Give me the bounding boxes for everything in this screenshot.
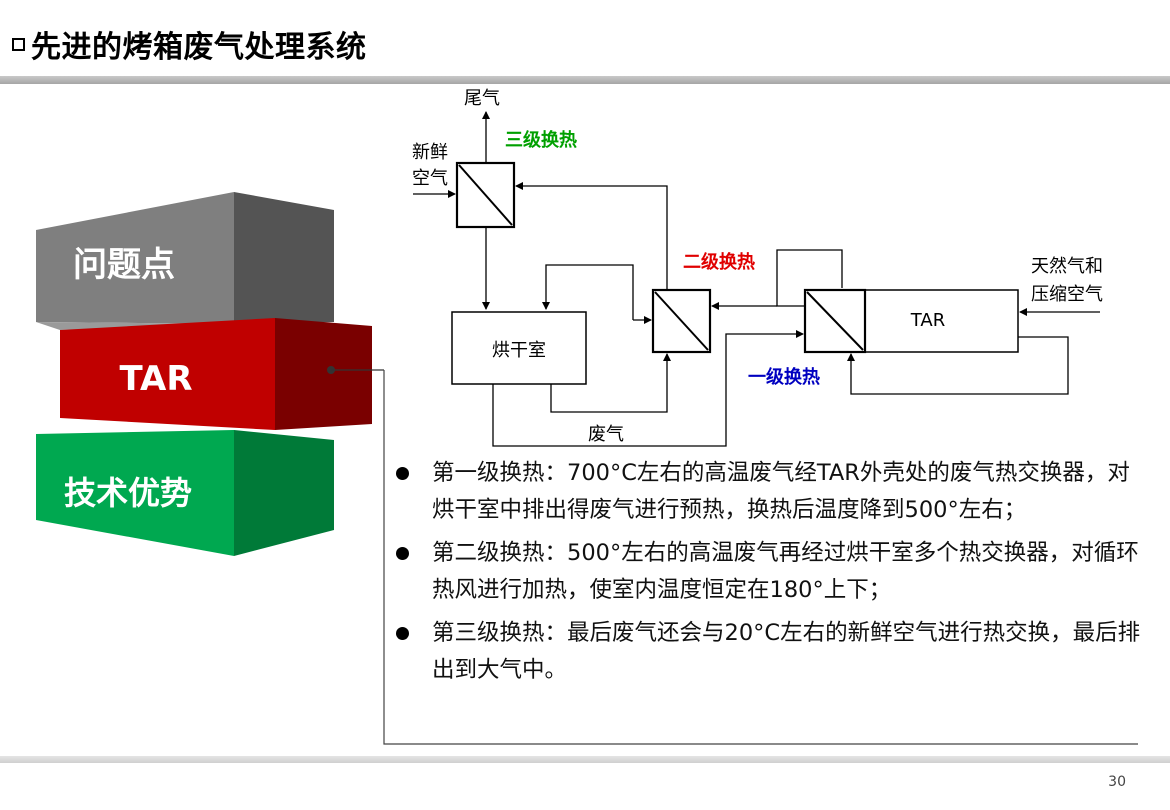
bullet-item-stage3: 第三级换热：最后废气还会与20°C左右的新鲜空气进行热交换，最后排出到大气中。 [388, 615, 1148, 689]
tar-label: TAR [119, 359, 192, 399]
footer-bar [0, 756, 1170, 763]
bullet-dot-icon [396, 467, 409, 480]
tar-block: TAR [60, 318, 372, 430]
tar-box [864, 289, 1019, 353]
recirculation-out-line [542, 264, 634, 320]
fresh-air-label-1: 新鲜 [412, 142, 448, 163]
waste-gas-label: 废气 [588, 424, 624, 445]
fuel-label-1: 天然气和 [1031, 256, 1103, 277]
stage1-loop-line [776, 249, 843, 307]
stage3-exchanger-diagonal [458, 164, 513, 226]
stage2-exchanger [651, 288, 712, 354]
bullet-list: 第一级换热：700°C左右的高温废气经TAR外壳处的废气热交换器，对烘干室中排出… [388, 455, 1148, 695]
bullet-item-stage2: 第二级换热：500°左右的高温废气再经过烘干室多个热交换器，对循环热风进行加热，… [388, 535, 1148, 609]
fresh-air-label-2: 空气 [412, 168, 448, 189]
tar-block-front [60, 318, 275, 430]
dryer-label: 烘干室 [492, 340, 546, 361]
stage3-label: 三级换热 [505, 129, 577, 151]
tar-return-loop-line [847, 336, 1069, 395]
title-checkbox-icon [12, 37, 25, 51]
bracket-line [383, 370, 1138, 745]
bullet-dot-icon [396, 627, 409, 640]
problem-label: 问题点 [73, 245, 175, 285]
advantage-block: 技术优势 [36, 430, 334, 556]
title-area: 先进的烤箱废气处理系统 [12, 22, 367, 66]
stage2-exchanger-diagonal [654, 291, 709, 351]
dryer-waste-gas-line [550, 353, 671, 413]
page-title: 先进的烤箱废气处理系统 [31, 30, 367, 65]
fuel-label-2: 压缩空气 [1031, 284, 1103, 305]
waste-gas-to-stage1-line [492, 330, 804, 447]
problem-block-front [36, 192, 234, 324]
stage2-to-stage3-line [515, 182, 668, 290]
bullet-text: 第二级换热：500°左右的高温废气再经过烘干室多个热交换器，对循环热风进行加热，… [432, 540, 1139, 603]
page-number: 30 [1108, 774, 1126, 790]
advantage-block-front [36, 430, 234, 556]
title-underline-bar [0, 76, 1170, 84]
bullet-text: 第一级换热：700°C左右的高温废气经TAR外壳处的废气热交换器，对烘干室中排出… [432, 460, 1130, 523]
tar-block-side [275, 318, 372, 430]
stage1-exchanger-diagonal [806, 291, 864, 351]
bullet-item-stage1: 第一级换热：700°C左右的高温废气经TAR外壳处的废气热交换器，对烘干室中排出… [388, 455, 1148, 529]
stage1-label: 一级换热 [748, 366, 820, 388]
advantage-block-side [234, 430, 334, 556]
exhaust-label: 尾气 [464, 88, 500, 109]
bullet-text: 第三级换热：最后废气还会与20°C左右的新鲜空气进行热交换，最后排出到大气中。 [432, 620, 1141, 683]
advantage-label: 技术优势 [64, 474, 192, 512]
stage2-label: 二级换热 [683, 251, 755, 273]
bullet-dot-icon [396, 547, 409, 560]
problem-block: 问题点 [36, 192, 334, 330]
dryer-box [451, 311, 587, 385]
concept-blocks: 问题点 TAR 技术优势 [36, 192, 384, 556]
problem-block-side [234, 192, 334, 324]
tar-diagram-label: TAR [910, 310, 945, 331]
